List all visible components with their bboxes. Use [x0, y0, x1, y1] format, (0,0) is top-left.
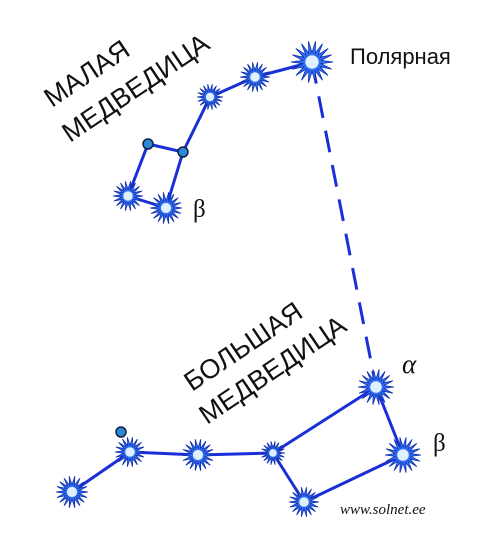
star-little-dipper: [239, 62, 271, 92]
credit-text: www.solnet.ee: [340, 502, 426, 518]
big-dipper-alpha-label: α: [402, 349, 417, 379]
big-dipper-beta-label: β: [433, 430, 446, 457]
star-big-dipper: [114, 437, 146, 467]
faint-star-dot: [115, 426, 127, 438]
faint-star-dot: [177, 146, 189, 158]
stars-layer: [55, 41, 422, 517]
star-little-dipper-beta: [149, 192, 183, 224]
star-big-dipper: [260, 441, 286, 465]
star-big-dipper-alpha: [357, 369, 395, 405]
little-dipper-beta-label: β: [193, 196, 206, 223]
star-big-dipper-beta: [384, 437, 422, 473]
star-big-dipper: [55, 476, 89, 508]
polaris-label: Полярная: [350, 44, 451, 69]
star-little-dipper: [112, 181, 144, 211]
star-big-dipper: [288, 487, 320, 517]
pointer-line-to-polaris: [310, 61, 378, 388]
star-big-dipper: [181, 439, 215, 471]
star-little-dipper: [196, 84, 224, 110]
faint-star-dot: [142, 138, 154, 150]
star-polaris: [290, 41, 334, 83]
